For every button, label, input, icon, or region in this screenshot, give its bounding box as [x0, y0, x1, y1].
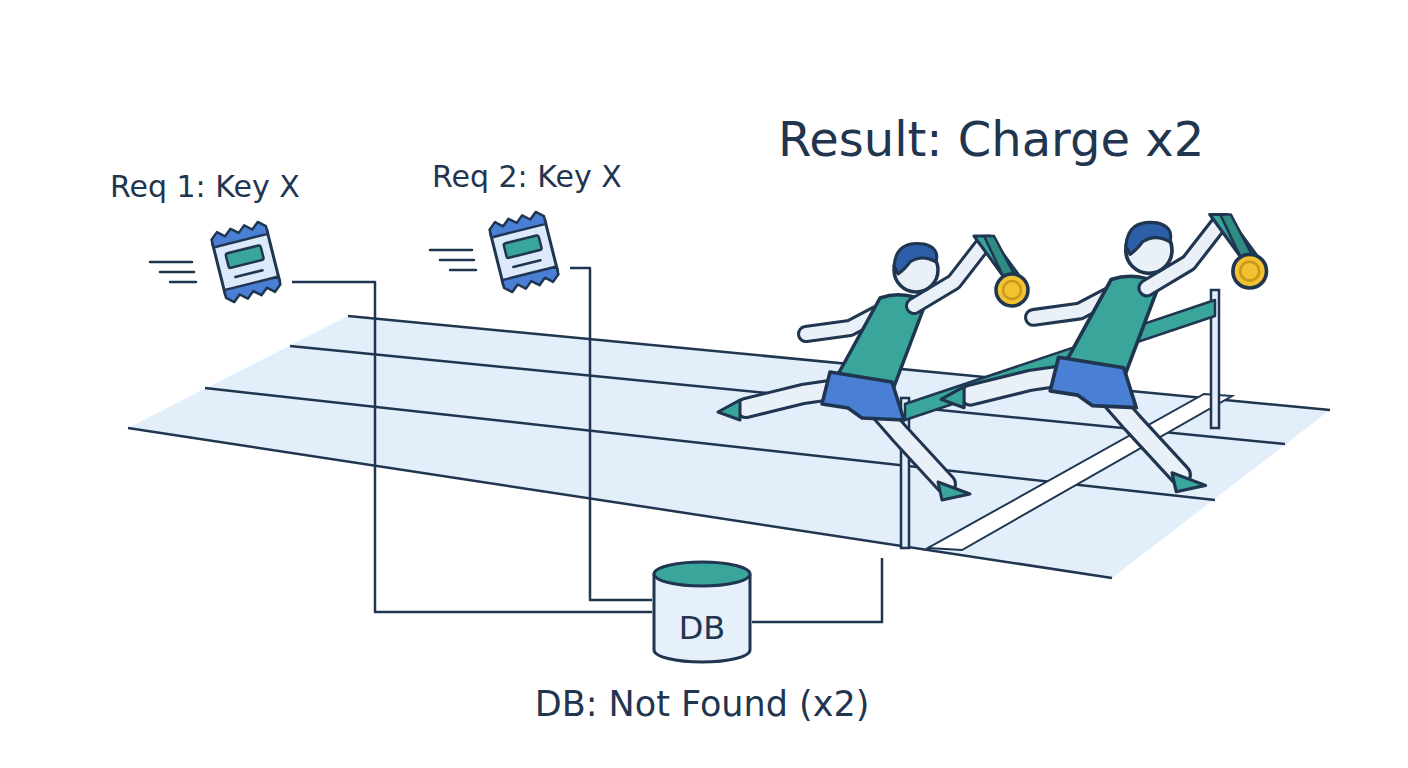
packet-seal: [502, 267, 560, 294]
request-packet: Req 2: Key X: [478, 212, 570, 292]
speed-lines: [150, 250, 476, 282]
packet-tag: [225, 245, 264, 268]
packet-icon: [210, 220, 282, 303]
request-label: Req 1: Key X: [110, 170, 300, 205]
connector-wire: [570, 268, 652, 600]
runner-figure: [941, 215, 1267, 492]
packet-seal: [210, 220, 268, 247]
result-heading: Result: Charge x2: [778, 112, 1204, 167]
database-node: DBDB: Not Found (x2): [652, 560, 752, 665]
node-outline: [200, 222, 292, 302]
database-top: [654, 562, 750, 586]
finish-posts: [901, 290, 1219, 548]
node-title: DB: [652, 610, 752, 647]
connector-wire: [292, 282, 652, 612]
packet-seal: [224, 277, 282, 304]
result-wire: [752, 558, 882, 622]
runner-figure: [718, 236, 1028, 500]
status-caption: DB: Not Found (x2): [502, 684, 902, 724]
lane-line: [128, 428, 1112, 578]
speed-lines: [170, 281, 196, 284]
request-packet: Req 1: Key X: [200, 222, 292, 302]
request-label: Req 2: Key X: [432, 160, 622, 195]
speed-lines: [150, 261, 192, 264]
speed-lines: [440, 259, 474, 262]
packet-tag: [503, 235, 542, 258]
speed-lines: [430, 249, 472, 252]
packet-line: [513, 260, 540, 267]
speed-lines: [160, 271, 194, 274]
packet-icon: [488, 210, 560, 293]
speed-lines: [450, 269, 476, 272]
packet-seal: [488, 210, 546, 237]
node-outline: [478, 212, 570, 292]
packet-line: [235, 270, 262, 277]
